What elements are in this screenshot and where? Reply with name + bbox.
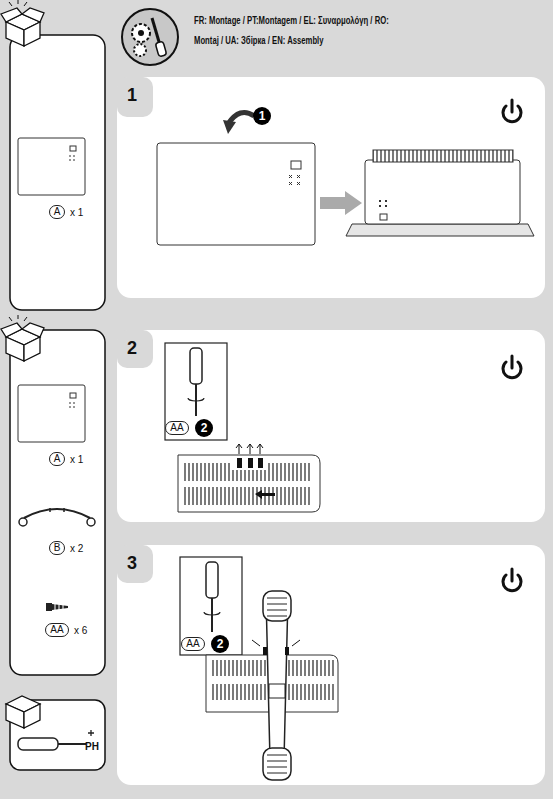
quantity: x 1 bbox=[70, 207, 83, 218]
tool-type: PH bbox=[85, 741, 99, 752]
callout-number: 2 bbox=[211, 635, 229, 653]
part-letter: AA bbox=[165, 421, 188, 435]
section-title: FR: Montage / PT:Montagem / EL: Συναρμολ… bbox=[194, 10, 404, 50]
quantity: x 6 bbox=[74, 625, 87, 636]
callout-number: 2 bbox=[195, 419, 213, 437]
step-panel: 3 bbox=[117, 545, 545, 785]
part-letter: AA bbox=[45, 623, 68, 637]
callout-number: 1 bbox=[253, 107, 271, 125]
part-letter: A bbox=[49, 452, 66, 466]
part-letter: B bbox=[49, 541, 66, 555]
quantity: x 1 bbox=[70, 454, 83, 465]
part-letter: A bbox=[49, 205, 66, 219]
part-letter: AA bbox=[181, 637, 204, 651]
step-number: 1 bbox=[127, 85, 137, 106]
quantity: x 2 bbox=[70, 543, 83, 554]
step-number: 2 bbox=[127, 338, 137, 359]
step-panel: 1 bbox=[117, 77, 545, 298]
step-number: 3 bbox=[127, 553, 137, 574]
